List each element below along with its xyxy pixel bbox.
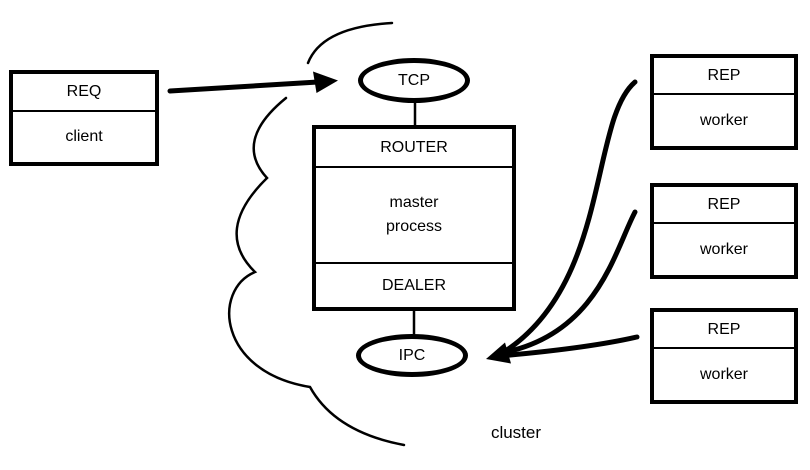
- cloud-boundary-top-arc: [306, 21, 394, 65]
- master-router-socket-label: ROUTER: [316, 129, 512, 168]
- client-to-tcp-arrow: [167, 71, 338, 94]
- worker-3-socket-label: REP: [654, 312, 794, 349]
- master-role-line2: process: [385, 218, 443, 235]
- worker-3-to-ipc-curve: [497, 334, 640, 359]
- worker-2-to-ipc-curve: [503, 209, 638, 355]
- worker-2-socket-label: REP: [654, 187, 794, 224]
- master-process-node: ROUTER master process DEALER: [312, 125, 516, 311]
- master-role-line1: master: [389, 194, 439, 211]
- ipc-endpoint: IPC: [356, 334, 468, 377]
- worker-1-socket-label: REP: [654, 58, 794, 95]
- client-socket-label: REQ: [13, 74, 155, 112]
- master-dealer-socket-label: DEALER: [381, 276, 447, 294]
- tcp-endpoint: TCP: [358, 58, 470, 103]
- worker-node-2: REP worker: [650, 183, 798, 279]
- workers-to-ipc-arrowhead: [486, 342, 511, 364]
- client-role-label: client: [65, 128, 103, 145]
- worker-node-1: REP worker: [650, 54, 798, 150]
- client-node: REQ client: [9, 70, 159, 166]
- master-role-label: master process: [316, 168, 512, 264]
- worker-1-role-label: worker: [699, 111, 748, 129]
- ipc-endpoint-label: IPC: [398, 346, 426, 364]
- tcp-endpoint-label: TCP: [398, 71, 430, 89]
- cluster-label: cluster: [490, 423, 542, 442]
- client-to-tcp-arrowhead: [313, 71, 338, 93]
- worker-node-3: REP worker: [650, 308, 798, 404]
- worker-3-role-label: worker: [699, 365, 748, 383]
- cloud-boundary-left-scallops: [228, 96, 406, 447]
- workers-to-ipc-arrows: [486, 79, 640, 364]
- worker-1-to-ipc-curve: [504, 79, 638, 353]
- worker-2-role-label: worker: [699, 240, 748, 258]
